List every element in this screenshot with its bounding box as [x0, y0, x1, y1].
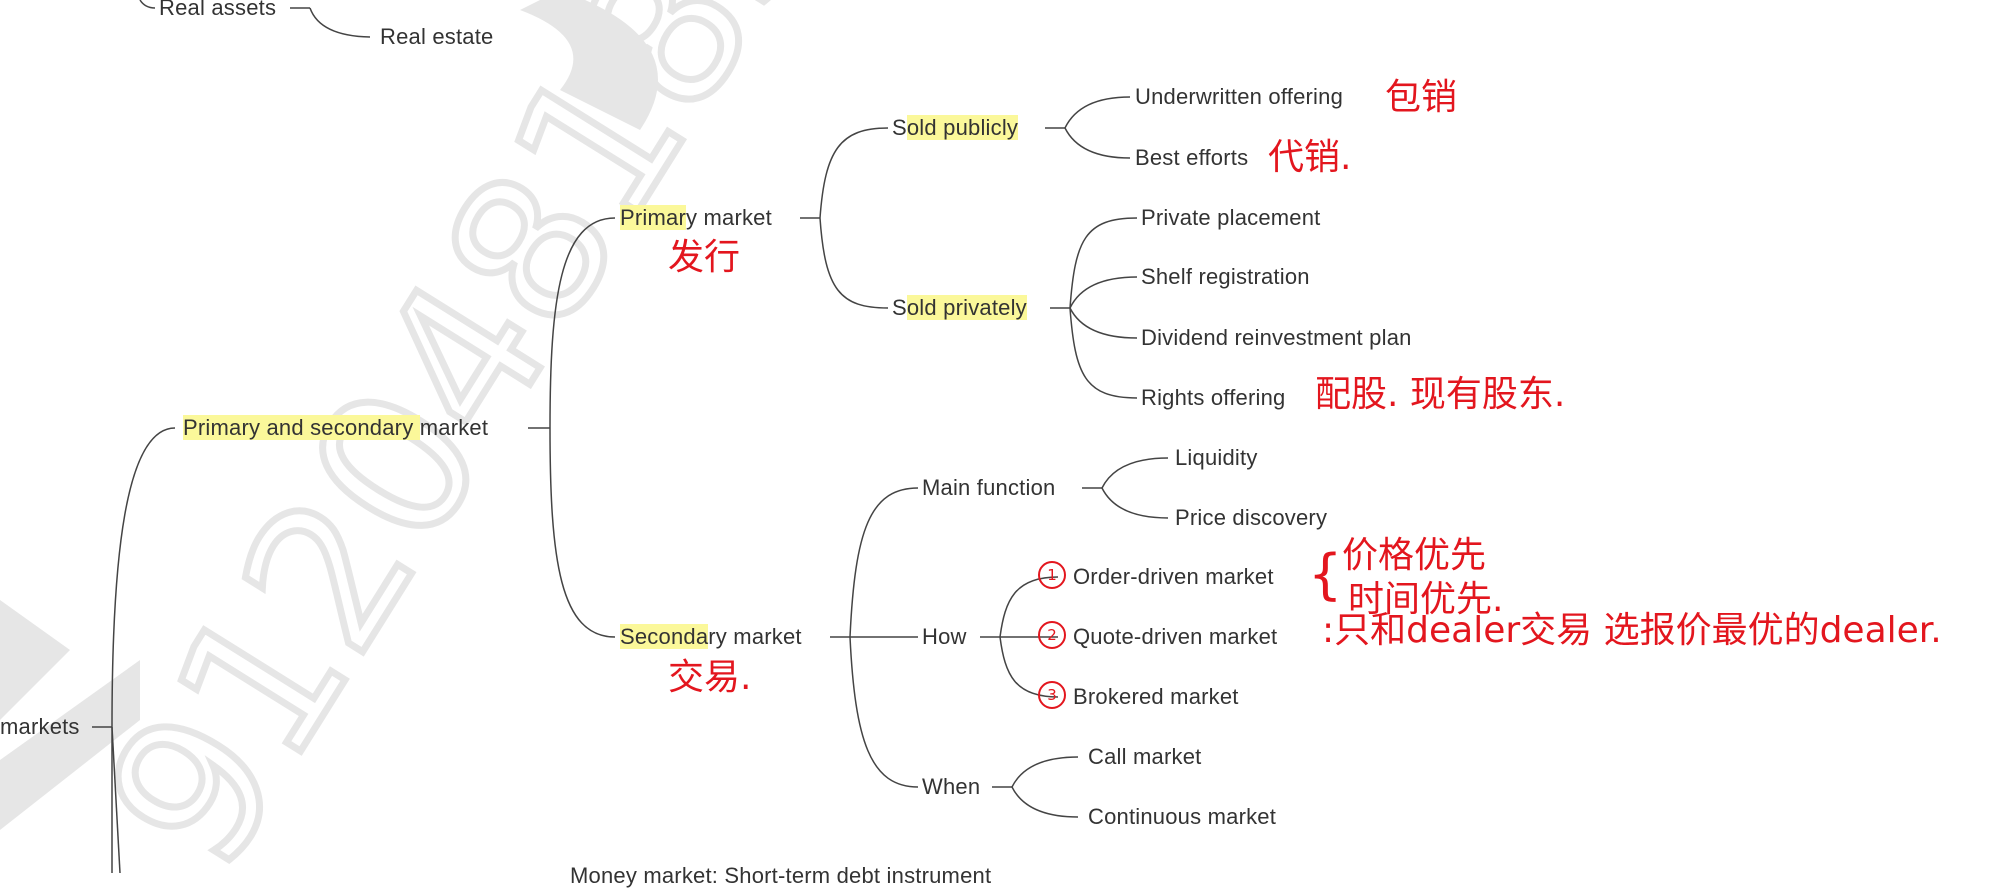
node-best-efforts[interactable]: Best efforts: [1135, 145, 1249, 170]
connector: [1101, 457, 1169, 489]
node-private-placement[interactable]: Private placement: [1141, 205, 1321, 230]
connector: [139, 0, 156, 9]
connector: [549, 427, 616, 638]
connector: [111, 726, 121, 873]
connector: [549, 217, 616, 429]
connector: [849, 636, 919, 788]
watermark-shape-left: [0, 600, 70, 720]
node-continuous-market[interactable]: Continuous market: [1088, 804, 1277, 829]
annotation-circle-1: 1: [1038, 561, 1066, 589]
highlight-text: Primary and secondary: [183, 415, 420, 440]
node-sold-privately[interactable]: Sold privately: [892, 294, 1027, 322]
node-text: y market: [685, 205, 772, 230]
node-brokered-market[interactable]: Brokered market: [1073, 684, 1239, 709]
highlight-text: old privately: [906, 295, 1027, 320]
connector: [1069, 307, 1138, 339]
highlight-text: Primar: [620, 205, 686, 230]
node-quote-driven-market[interactable]: Quote-driven market: [1073, 624, 1278, 649]
node-secondary-market[interactable]: Secondary market: [620, 623, 802, 651]
node-liquidity[interactable]: Liquidity: [1175, 445, 1258, 470]
node-money-market[interactable]: Money market: Short-term debt instrument: [570, 863, 992, 888]
watermark-shape-top: [520, 0, 658, 130]
annotation-brace: {: [1308, 543, 1343, 606]
connector: [1064, 96, 1131, 129]
annotation-best-efforts: 代销.: [1268, 137, 1352, 178]
node-how[interactable]: How: [922, 624, 967, 649]
node-rights-offering[interactable]: Rights offering: [1141, 385, 1286, 410]
node-primary-market[interactable]: Primary market: [620, 204, 772, 232]
annotation-primary: 发行: [668, 237, 741, 278]
node-sold-publicly[interactable]: Sold publicly: [892, 114, 1019, 142]
connector: [309, 7, 371, 38]
node-text: S: [892, 115, 907, 140]
connector: [849, 487, 919, 638]
annotation-quote: :只和dealer交易 选报价最优的dealer.: [1322, 610, 1942, 651]
annotation-rights: 配股. 现有股东.: [1315, 374, 1566, 415]
node-text: S: [892, 295, 907, 320]
connector: [1069, 217, 1138, 309]
annotation-secondary: 交易.: [668, 657, 752, 698]
node-underwritten-offering[interactable]: Underwritten offering: [1135, 84, 1344, 109]
connector: [111, 427, 176, 728]
connector: [1064, 127, 1131, 159]
highlight-text: Seconda: [620, 624, 709, 649]
highlight-text: old publicl: [906, 115, 1007, 140]
annotation-order-line1: 价格优先: [1342, 535, 1487, 576]
highlight-text: y: [1006, 115, 1019, 140]
annotation-order-line2: 时间优先.: [1348, 579, 1504, 620]
node-price-discovery[interactable]: Price discovery: [1175, 505, 1328, 530]
connector: [1011, 786, 1079, 818]
annotation-circle-3: 3: [1038, 681, 1066, 709]
node-order-driven-market[interactable]: Order-driven market: [1073, 564, 1274, 589]
node-text: market: [419, 415, 489, 440]
node-dividend-reinvestment-plan[interactable]: Dividend reinvestment plan: [1141, 325, 1412, 350]
node-real-assets[interactable]: Real assets: [159, 0, 277, 20]
node-markets[interactable]: markets: [0, 714, 80, 739]
node-main-function[interactable]: Main function: [922, 475, 1056, 500]
connector: [1011, 756, 1079, 788]
connector: [1069, 307, 1138, 399]
node-text: ry market: [708, 624, 802, 649]
connector: [1069, 276, 1138, 309]
connector: [1101, 487, 1169, 519]
annotation-circle-2: 2: [1038, 621, 1066, 649]
node-call-market[interactable]: Call market: [1088, 744, 1202, 769]
connector: [819, 127, 889, 219]
node-shelf-registration[interactable]: Shelf registration: [1141, 264, 1310, 289]
connector: [819, 217, 889, 309]
watermark-shape-left-2: [0, 660, 140, 830]
annotation-underwritten: 包销: [1385, 77, 1458, 118]
node-when[interactable]: When: [922, 774, 981, 799]
node-real-estate[interactable]: Real estate: [380, 24, 494, 49]
node-primary-and-secondary-market[interactable]: Primary and secondary market: [183, 414, 488, 442]
